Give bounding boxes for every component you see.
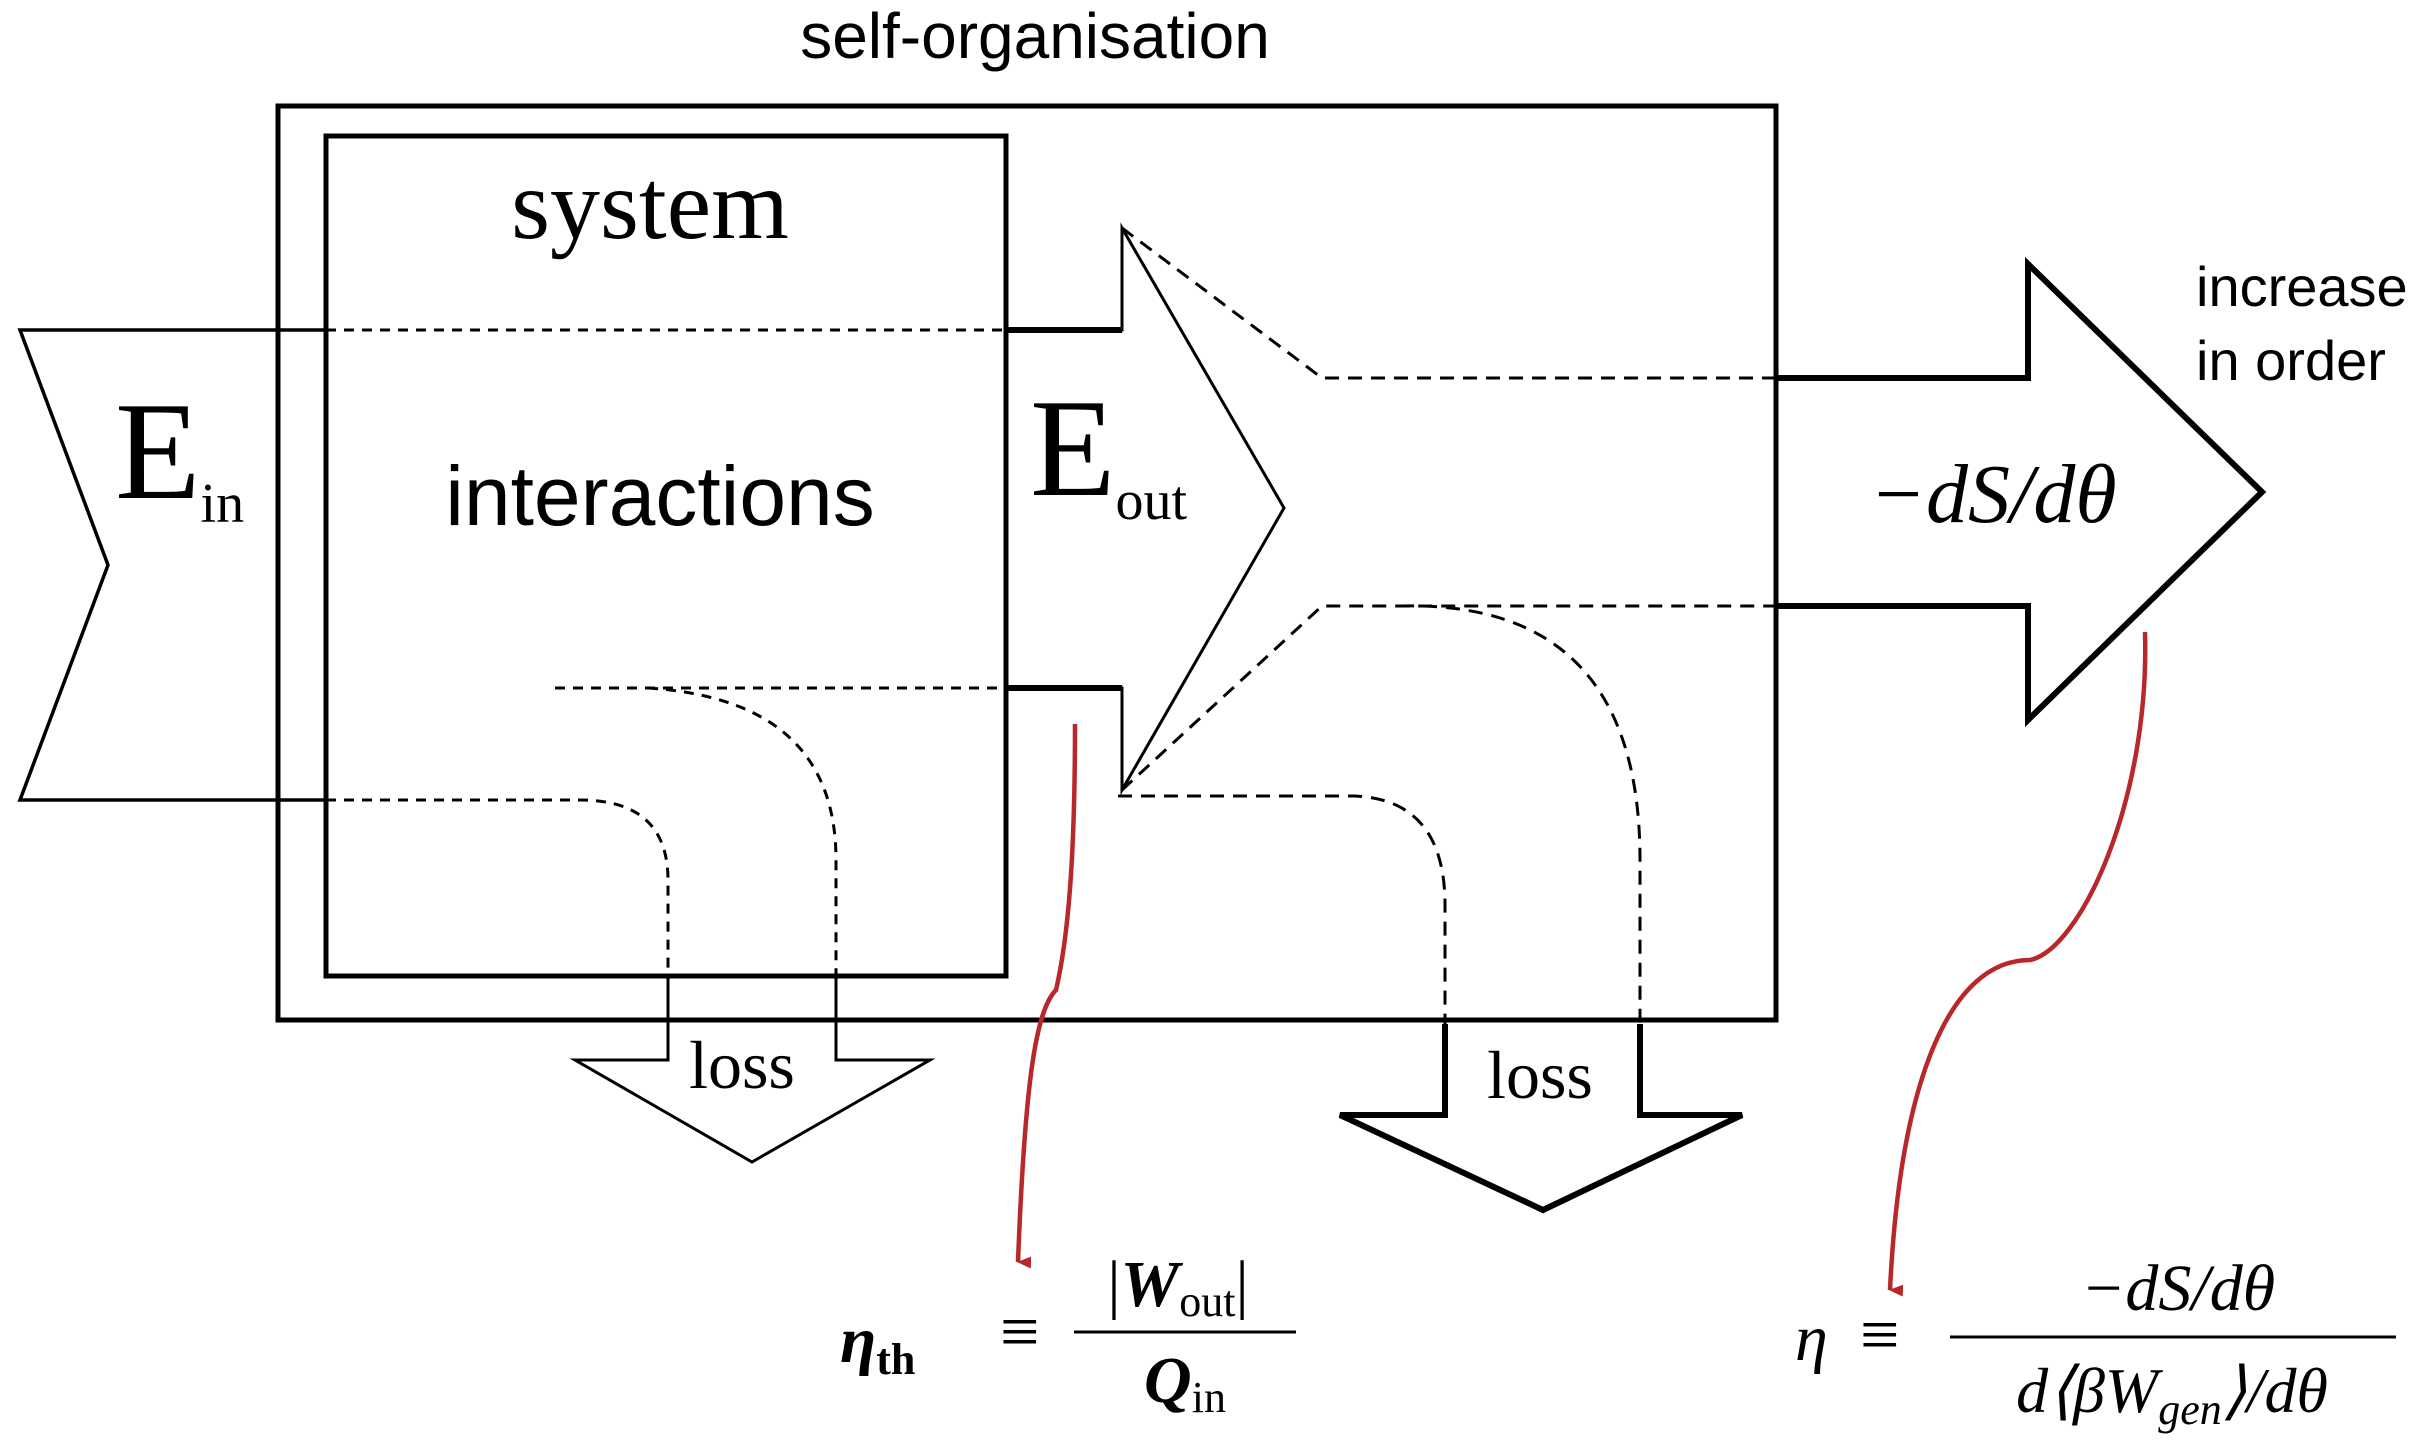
right-loss-dashed-inner [1399, 604, 1642, 1024]
eta-th-subscript: th [876, 1335, 915, 1384]
increase-line-2: in order [2196, 329, 2386, 392]
left-loss-label: loss [689, 1027, 795, 1103]
eta-th-bar-left: | [1107, 1248, 1120, 1321]
energy-in-dashed-bottom [326, 798, 670, 975]
system-box [323, 133, 1009, 979]
eta-den-sub: gen [2158, 1385, 2222, 1434]
energy-in-symbol: E [115, 374, 201, 529]
energy-out-subscript: out [1116, 470, 1188, 532]
eta-th-lhs: ηth [840, 1304, 915, 1384]
inner-loss-dashed [555, 686, 1006, 975]
eta-th-q-symbol: Q [1144, 1344, 1192, 1417]
entropy-rate-label: −dS/dθ [1869, 448, 2116, 541]
eta-symbol: η [1795, 1302, 1828, 1375]
eta-th-equiv: ≡ [1000, 1294, 1039, 1371]
right-loss-arrow [1338, 1024, 1744, 1214]
order-arrow [1776, 256, 2267, 728]
order-efficiency-equation: η ≡ −dS/dθ d⟨βWgen⟩/dθ [1795, 1252, 2396, 1434]
energy-in-label: Ein [115, 374, 244, 535]
energy-in-arrow [17, 328, 326, 802]
self-organisation-box [275, 103, 1779, 1023]
eta-den-pre: d⟨βW [2016, 1355, 2164, 1426]
eta-th-w-sub: out [1179, 1277, 1235, 1326]
eta-denominator: d⟨βWgen⟩/dθ [2016, 1355, 2328, 1434]
eta-th-numerator: |Wout| [1107, 1248, 1248, 1326]
diagram-title: self-organisation [800, 0, 1270, 72]
eta-th-denominator: Qin [1144, 1344, 1226, 1422]
eta-th-w-symbol: W [1121, 1248, 1184, 1321]
eta-numerator: −dS/dθ [2081, 1252, 2275, 1325]
right-loss-label: loss [1487, 1037, 1593, 1113]
thermal-efficiency-equation: ηth ≡ |Wout| Qin [840, 1248, 1296, 1422]
interactions-label: interactions [445, 449, 875, 543]
increase-line-1: increase [2196, 255, 2408, 318]
eta-den-post: ⟩/dθ [2222, 1355, 2328, 1426]
eta-equiv: ≡ [1860, 1297, 1899, 1374]
eta-th-symbol: η [840, 1304, 876, 1377]
energy-in-subscript: in [201, 473, 245, 535]
energy-out-symbol: E [1030, 371, 1116, 526]
order-efficiency-pointer [1887, 631, 2148, 1297]
left-loss-arrow [569, 1020, 936, 1164]
right-loss-dashed-outer [1118, 794, 1447, 1024]
system-label: system [511, 149, 789, 260]
thermal-efficiency-pointer [1015, 723, 1078, 1269]
transfer-dashed-top [1121, 226, 1776, 380]
eta-th-bar-right: | [1235, 1248, 1248, 1321]
eta-th-q-sub: in [1192, 1373, 1226, 1422]
energy-out-label: Eout [1030, 371, 1188, 532]
transfer-dashed-bottom [1120, 604, 1776, 792]
